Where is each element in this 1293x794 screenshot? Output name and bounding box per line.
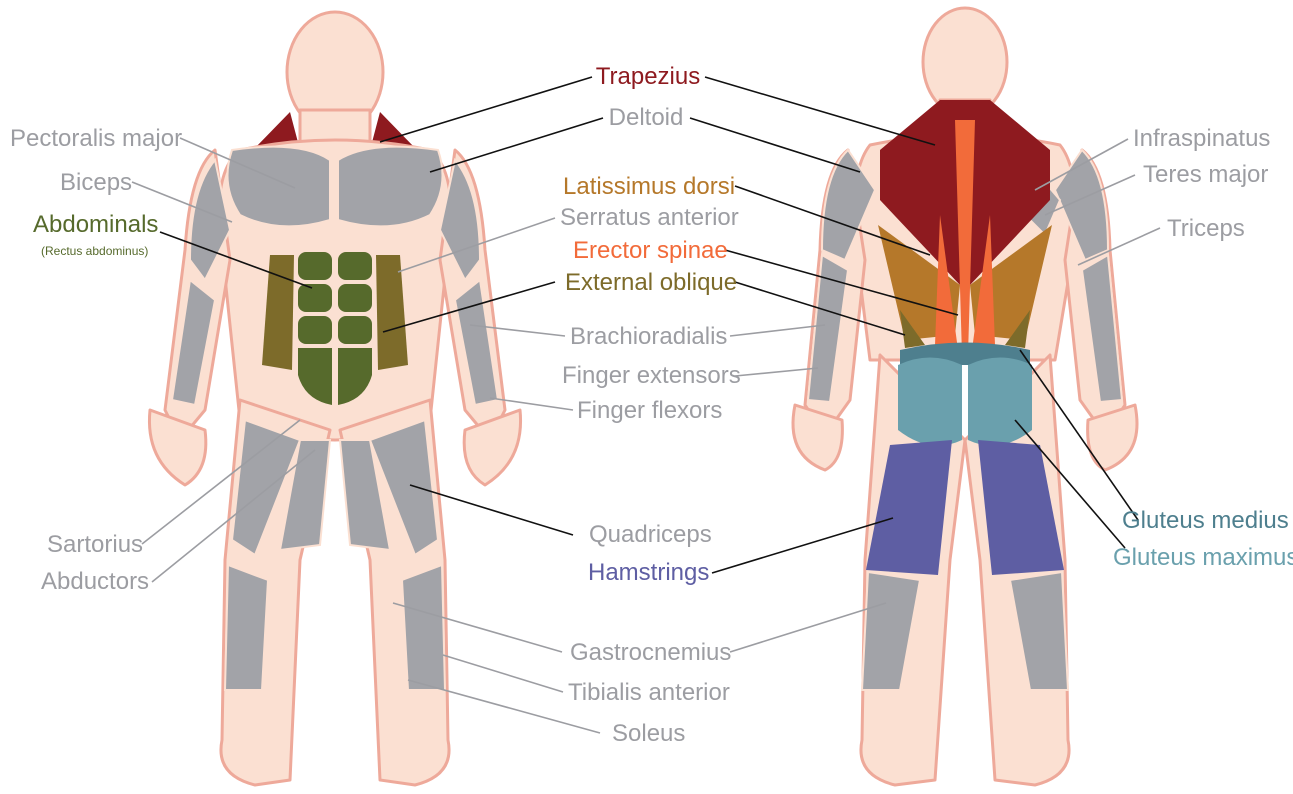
- back-gluteus-maximus-right: [968, 358, 1032, 446]
- label-finger-extensors: Finger extensors: [562, 362, 741, 389]
- label-gluteus-maximus: Gluteus maximus: [1113, 544, 1293, 571]
- label-teres-major: Teres major: [1143, 161, 1268, 188]
- label-deltoid: Deltoid: [609, 104, 684, 131]
- label-gluteus-medius: Gluteus medius: [1122, 507, 1289, 534]
- front-figure: [149, 12, 520, 785]
- back-gluteus-maximus-left: [898, 358, 962, 446]
- label-biceps: Biceps: [60, 169, 132, 196]
- leader-deltoid-front: [430, 118, 603, 172]
- label-infraspinatus: Infraspinatus: [1133, 125, 1270, 152]
- label-external-oblique: External oblique: [565, 269, 737, 296]
- label-abdominals-sub: (Rectus abdominus): [41, 244, 148, 258]
- leader-tibialis: [443, 655, 563, 692]
- label-pectoralis-major: Pectoralis major: [10, 125, 182, 152]
- label-serratus-anterior: Serratus anterior: [560, 204, 739, 231]
- back-figure: [793, 8, 1137, 785]
- leader-trapezius-front: [380, 77, 592, 142]
- label-abdominals: Abdominals: [33, 211, 158, 238]
- label-tibialis-anterior: Tibialis anterior: [568, 679, 730, 706]
- leader-trapezius-back: [705, 77, 935, 145]
- label-soleus: Soleus: [612, 720, 685, 747]
- label-brachioradialis: Brachioradialis: [570, 323, 727, 350]
- label-quadriceps: Quadriceps: [589, 521, 712, 548]
- label-triceps: Triceps: [1167, 215, 1245, 242]
- label-sartorius: Sartorius: [47, 531, 143, 558]
- label-latissimus-dorsi: Latissimus dorsi: [563, 173, 735, 200]
- label-trapezius: Trapezius: [596, 63, 700, 90]
- label-hamstrings: Hamstrings: [588, 559, 709, 586]
- label-finger-flexors: Finger flexors: [577, 397, 722, 424]
- label-abductors: Abductors: [41, 568, 149, 595]
- leader-deltoid-back: [690, 118, 860, 172]
- label-gastrocnemius: Gastrocnemius: [570, 639, 731, 666]
- label-erector-spinae: Erector spinae: [573, 237, 728, 264]
- leader-finger-extensors: [735, 368, 818, 376]
